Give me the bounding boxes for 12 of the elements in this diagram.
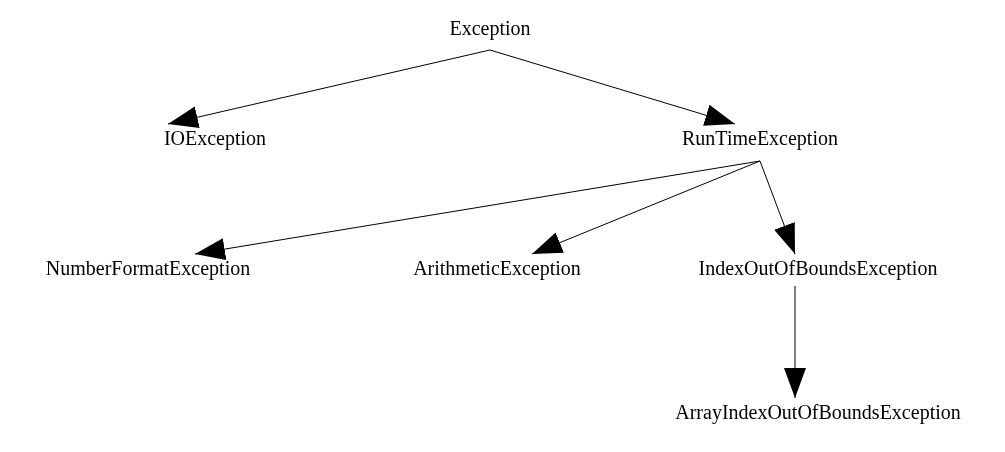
arrow <box>167 49 491 128</box>
class-name: ArrayIndexOutOfBoundsException <box>675 400 961 424</box>
class-name: ArithmeticException <box>413 256 581 280</box>
class-name: RunTimeException <box>682 126 838 150</box>
arrow <box>489 49 736 126</box>
class-name: Exception <box>449 16 531 40</box>
class-name: IndexOutOfBoundsException <box>698 256 938 280</box>
arrow <box>784 285 806 399</box>
arrow <box>759 160 796 255</box>
arrow <box>531 160 761 255</box>
class-name: NumberFormatException <box>45 256 251 280</box>
class-name: IOException <box>163 126 267 150</box>
